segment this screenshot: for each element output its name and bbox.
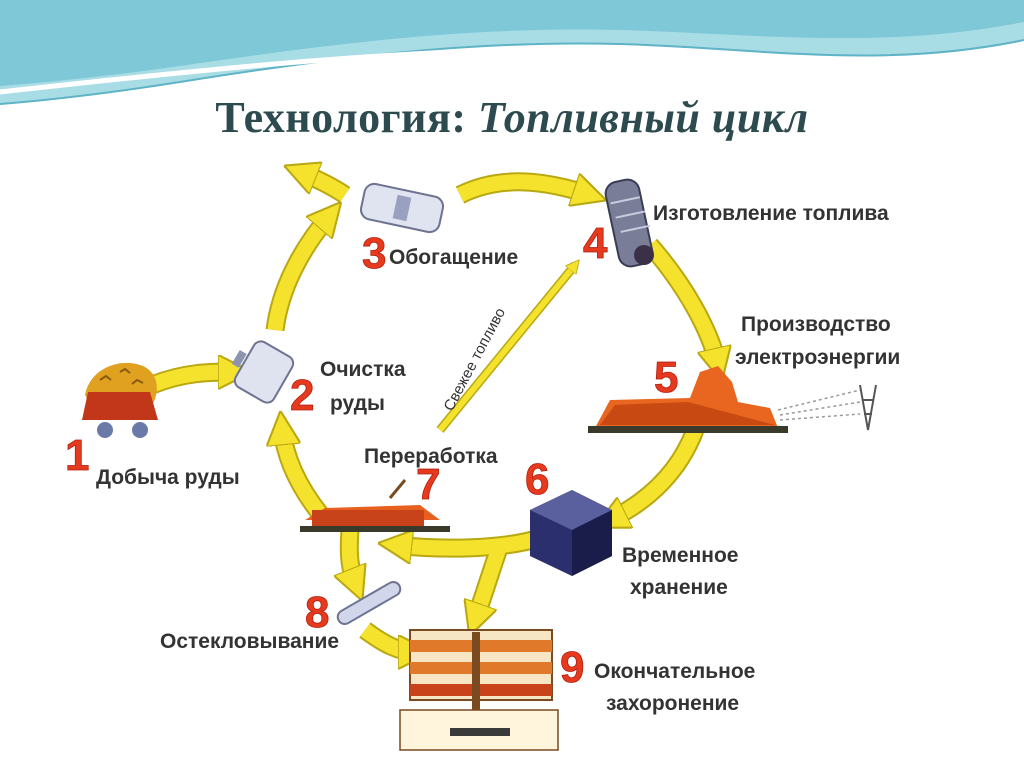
stage-number-6: 6 bbox=[525, 455, 549, 504]
stage-label-6-line2: хранение bbox=[630, 576, 728, 599]
stage-number-5: 5 bbox=[654, 353, 678, 402]
stage-label-8: Остекловывание bbox=[160, 630, 339, 653]
stage-label-4: Изготовление топлива bbox=[653, 202, 889, 225]
stage-number-9: 9 bbox=[560, 643, 584, 692]
stage-number-2: 2 bbox=[290, 371, 314, 420]
glass-rod-icon bbox=[335, 579, 403, 626]
stage-label-6-line1: Временное bbox=[622, 544, 738, 567]
power-plant-icon bbox=[588, 366, 876, 433]
stage-label-5-line1: Производство bbox=[741, 313, 891, 336]
stage-label-5-line2: электроэнергии bbox=[735, 346, 900, 369]
stage-label-3: Обогащение bbox=[389, 246, 518, 269]
stage-label-9-line1: Окончательное bbox=[594, 660, 755, 683]
stage-label-1: Добыча руды bbox=[96, 466, 240, 489]
ore-cart-icon bbox=[82, 363, 158, 438]
repository-icon bbox=[400, 630, 558, 750]
refining-cylinder-icon bbox=[232, 338, 296, 405]
stage-number-1: 1 bbox=[65, 431, 89, 480]
stage-label-7: Переработка bbox=[364, 445, 498, 468]
fuel-assembly-icon bbox=[603, 177, 654, 268]
stage-label-2-line1: Очистка bbox=[320, 358, 406, 381]
stage-number-3: 3 bbox=[362, 229, 386, 278]
stage-label-9-line2: захоронение bbox=[606, 692, 739, 715]
stage-number-4: 4 bbox=[583, 219, 608, 268]
enrichment-cylinder-icon bbox=[359, 182, 445, 234]
stage-label-2-line2: руды bbox=[330, 392, 385, 415]
